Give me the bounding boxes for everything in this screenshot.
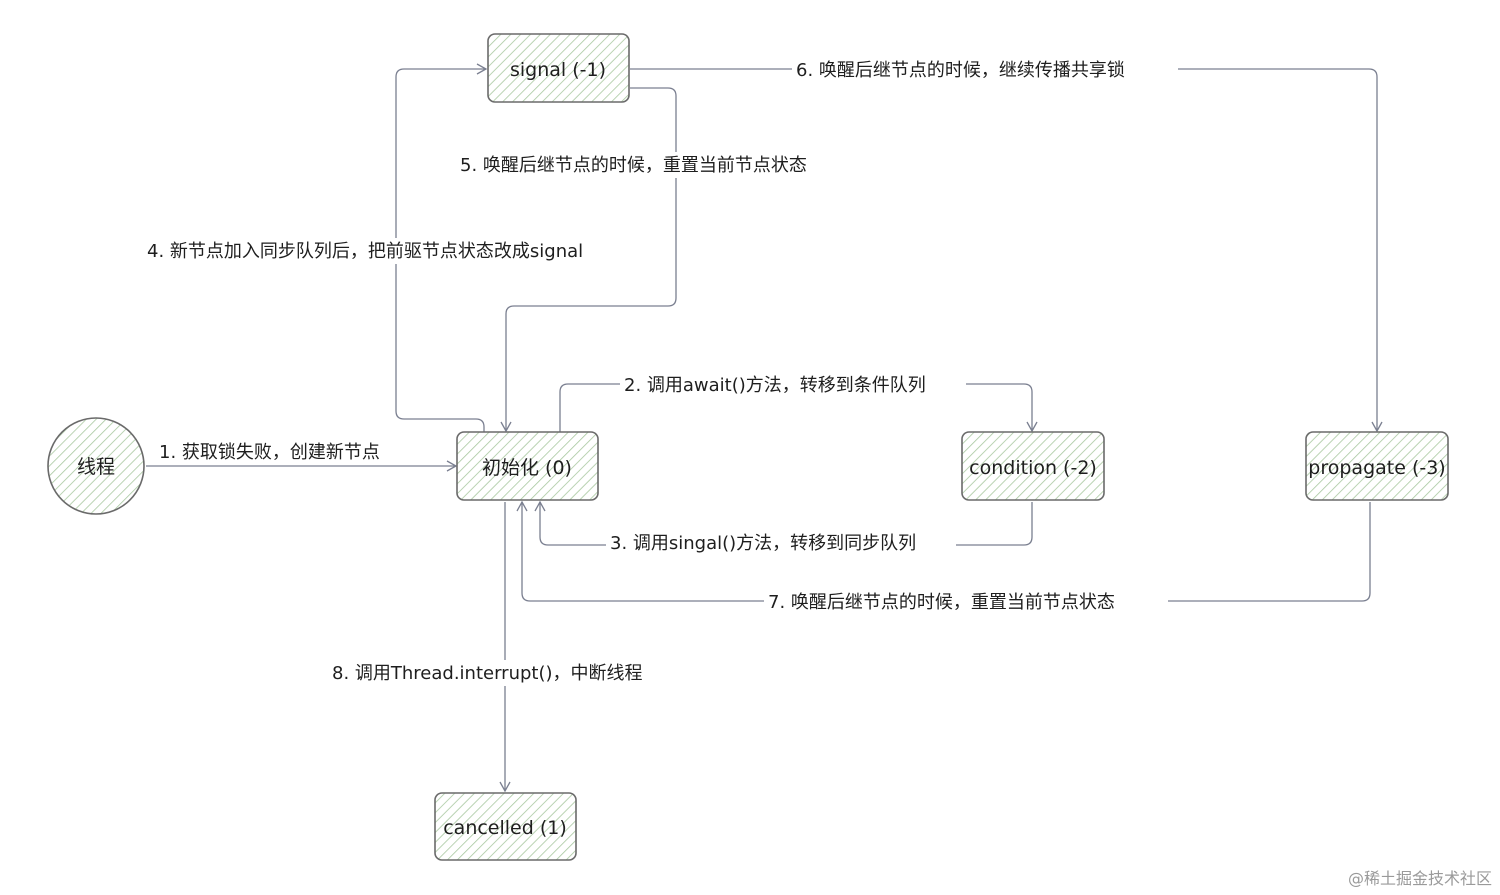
svg-text:线程: 线程 <box>77 456 115 478</box>
edge-label-6: 6. 唤醒后继节点的时候，继续传播共享锁 <box>792 57 1178 83</box>
svg-text:6. 唤醒后继节点的时候，继续传播共享锁: 6. 唤醒后继节点的时候，继续传播共享锁 <box>796 60 1125 81</box>
svg-text:cancelled (1): cancelled (1) <box>443 817 567 839</box>
edge-label-8: 8. 调用Thread.interrupt()，中断线程 <box>330 660 674 686</box>
svg-text:8. 调用Thread.interrupt()，中断线程: 8. 调用Thread.interrupt()，中断线程 <box>332 663 643 684</box>
edge-5-signal-to-init <box>500 87 677 433</box>
node-propagate[interactable]: propagate (-3) <box>1305 431 1449 501</box>
edge-4-init-to-signal <box>395 63 488 432</box>
svg-text:1. 获取锁失败，创建新节点: 1. 获取锁失败，创建新节点 <box>159 442 380 463</box>
svg-text:propagate (-3): propagate (-3) <box>1308 457 1445 479</box>
node-condition[interactable]: condition (-2) <box>961 431 1105 501</box>
node-cancelled[interactable]: cancelled (1) <box>434 792 577 861</box>
svg-text:初始化 (0): 初始化 (0) <box>482 457 572 479</box>
node-thread[interactable]: 线程 <box>47 417 145 515</box>
watermark: @稀土掘金技术社区 <box>1348 869 1492 888</box>
edge-label-3: 3. 调用singal()方法，转移到同步队列 <box>606 533 956 559</box>
svg-text:3. 调用singal()方法，转移到同步队列: 3. 调用singal()方法，转移到同步队列 <box>610 533 916 554</box>
svg-text:condition (-2): condition (-2) <box>969 457 1097 479</box>
svg-text:2. 调用await()方法，转移到条件队列: 2. 调用await()方法，转移到条件队列 <box>624 375 926 396</box>
edge-label-1: 1. 获取锁失败，创建新节点 <box>159 442 380 463</box>
edge-label-2: 2. 调用await()方法，转移到条件队列 <box>620 372 966 398</box>
edge-label-5: 5. 唤醒后继节点的时候，重置当前节点状态 <box>456 152 864 178</box>
svg-text:signal (-1): signal (-1) <box>510 59 606 81</box>
svg-text:7. 唤醒后继节点的时候，重置当前节点状态: 7. 唤醒后继节点的时候，重置当前节点状态 <box>768 592 1115 613</box>
edge-label-7: 7. 唤醒后继节点的时候，重置当前节点状态 <box>764 589 1168 615</box>
node-signal[interactable]: signal (-1) <box>487 33 630 103</box>
svg-text:4. 新节点加入同步队列后，把前驱节点状态改成signal: 4. 新节点加入同步队列后，把前驱节点状态改成signal <box>147 241 583 262</box>
edge-6-signal-to-propagate <box>630 68 1383 433</box>
svg-text:5. 唤醒后继节点的时候，重置当前节点状态: 5. 唤醒后继节点的时候，重置当前节点状态 <box>460 155 807 176</box>
edge-label-4: 4. 新节点加入同步队列后，把前驱节点状态改成signal <box>144 238 644 264</box>
node-init[interactable]: 初始化 (0) <box>456 431 599 501</box>
